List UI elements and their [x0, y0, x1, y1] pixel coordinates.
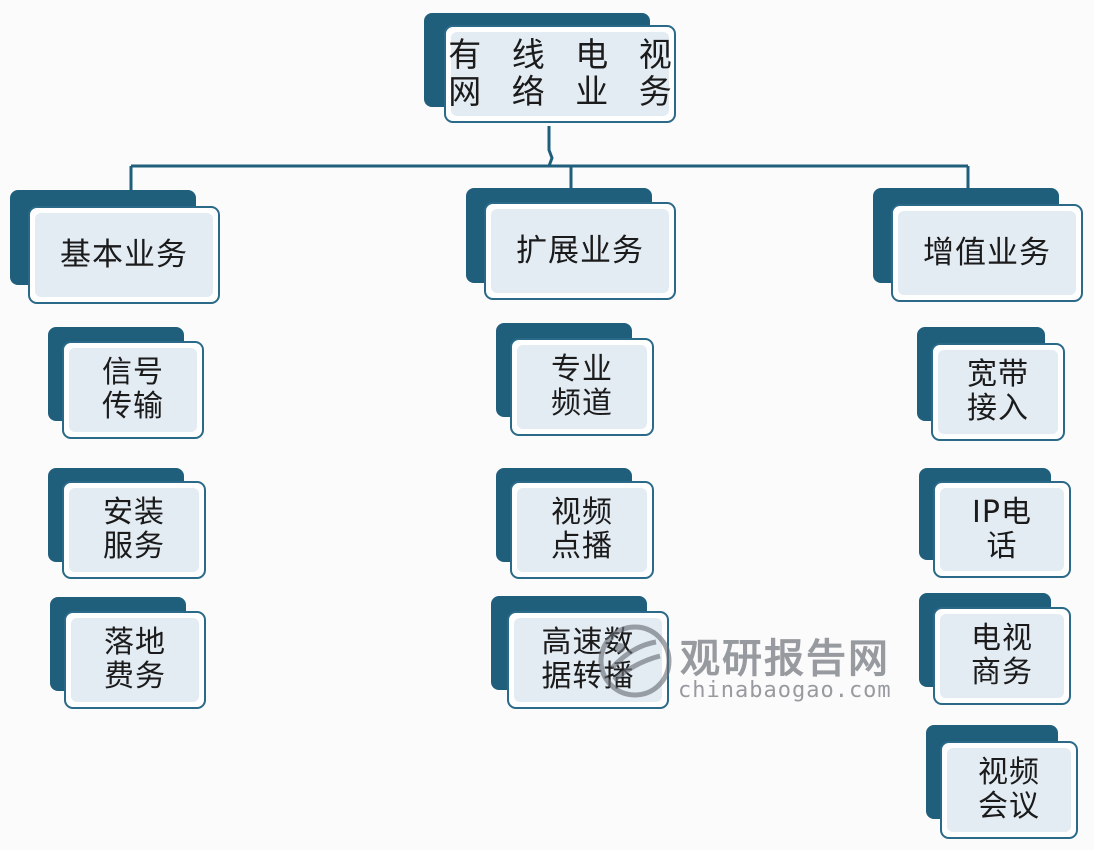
leaf-node: 安装 服务: [48, 468, 206, 581]
watermark-text-cn: 观研报告网: [680, 636, 890, 682]
leaf-label-line1: 电视: [971, 621, 1033, 657]
root-label-line2: 网 络 业 务: [448, 72, 682, 111]
watermark: 观研报告网 chinabaogao.com: [596, 616, 916, 712]
root-connector: [547, 126, 554, 167]
category-label: 增值业务: [923, 234, 1051, 271]
leaf-node: 视频 会议: [926, 725, 1078, 841]
category-label: 扩展业务: [516, 232, 644, 269]
leaf-label-line1: 信号: [102, 355, 164, 391]
root-node: 有 线 电 视 网 络 业 务: [424, 13, 680, 126]
leaf-label-line1: 宽带: [967, 357, 1029, 393]
leaf-node: 信号 传输: [48, 327, 204, 441]
leaf-label-line2: 话: [986, 528, 1018, 564]
leaf-label-line2: 传输: [102, 389, 164, 424]
leaf-node: 落地 费务: [50, 597, 206, 711]
category-label: 基本业务: [60, 236, 188, 273]
category-node-valueadded: 增值业务: [873, 188, 1085, 304]
leaf-node: 专业 频道: [496, 323, 654, 438]
leaf-label-line2: 接入: [967, 391, 1029, 426]
leaf-node: 电视 商务: [919, 593, 1071, 707]
leaf-label-line2: 费务: [104, 659, 166, 694]
leaf-label-line1: 安装: [103, 495, 165, 531]
category-node-extended: 扩展业务: [466, 188, 678, 301]
leaf-node: IP电 话: [919, 468, 1071, 580]
leaf-node: 宽带 接入: [917, 327, 1065, 443]
leaf-label-line1: 视频: [551, 495, 613, 531]
leaf-label-line1: 落地: [104, 625, 166, 661]
leaf-node: 视频 点播: [496, 468, 654, 581]
leaf-label-line2: 服务: [103, 529, 165, 564]
leaf-label-line1: IP电: [972, 494, 1032, 530]
leaf-label-line2: 点播: [551, 529, 613, 564]
root-label-line1: 有 线 电 视: [448, 35, 682, 75]
leaf-label-line2: 商务: [971, 655, 1033, 690]
leaf-label-line2: 频道: [551, 386, 613, 421]
category-node-basic: 基本业务: [10, 190, 222, 305]
leaf-label-line2: 会议: [978, 789, 1040, 824]
watermark-logo-icon: [598, 624, 672, 698]
watermark-text-en: chinabaogao.com: [678, 678, 892, 703]
leaf-label-line1: 专业: [551, 352, 613, 388]
leaf-label-line1: 视频: [978, 755, 1040, 791]
